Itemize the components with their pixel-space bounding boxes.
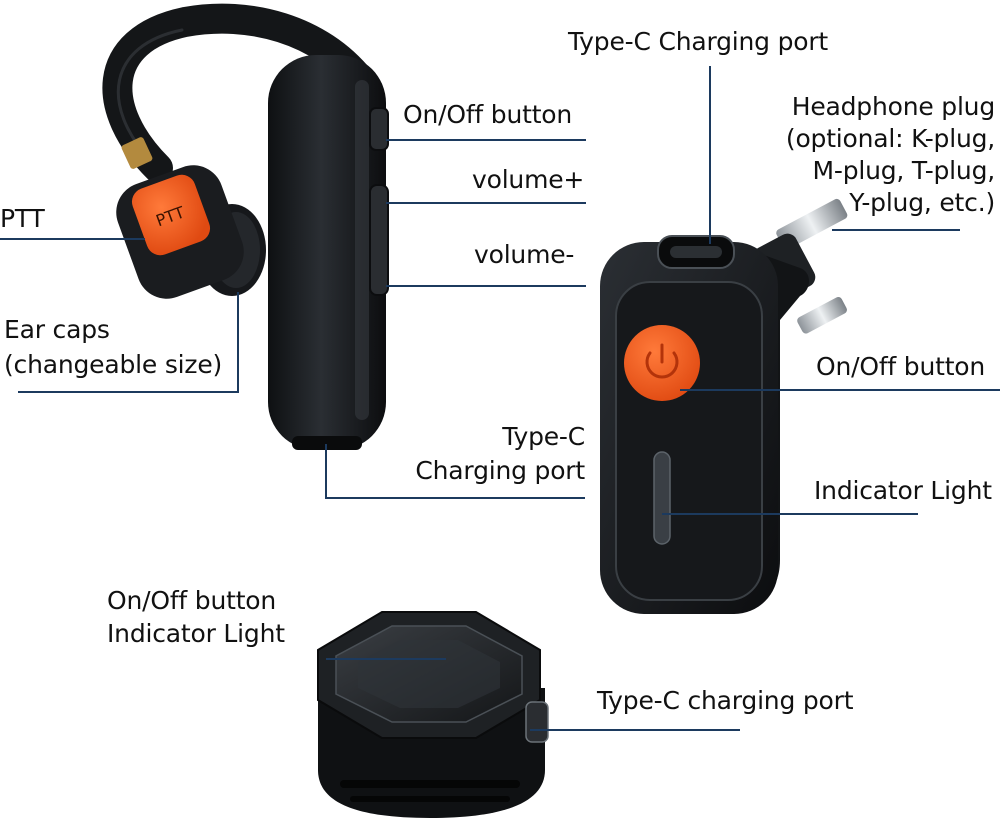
label-ptt: PTT — [0, 204, 45, 233]
leader-line-indicator — [662, 513, 918, 515]
leader-line-volume-down — [386, 285, 586, 287]
leader-line-remote-port — [530, 729, 740, 731]
leader-line-earpiece-onoff — [386, 139, 586, 141]
label-remote-onoff-button: On/Off button — [107, 586, 277, 615]
label-headphone-plug-options-1: (optional: K-plug, — [785, 124, 995, 153]
label-earpiece-charging-port: Charging port — [415, 456, 585, 485]
leader-line-remote-onoff — [326, 658, 446, 660]
leader-line-adapter-onoff — [680, 389, 1000, 391]
label-headphone-plug-options-2: M-plug, T-plug, — [812, 156, 996, 185]
leader-line-earpiece-port — [325, 497, 585, 499]
label-ear-caps-size: (changeable size) — [4, 350, 223, 379]
leader-line-headphone-plug — [832, 229, 960, 231]
label-indicator-light: Indicator Light — [814, 476, 992, 505]
label-volume-down: volume- — [474, 240, 575, 269]
leader-line-adapter-port — [709, 66, 711, 244]
label-remote-indicator-light: Indicator Light — [107, 619, 285, 648]
earpiece-illustration: PTT — [102, 3, 389, 450]
label-headphone-plug-options-3: Y-plug, etc.) — [849, 188, 995, 217]
label-adapter-charging-port: Type-C Charging port — [568, 27, 829, 56]
leader-line-volume-up — [386, 202, 586, 204]
label-remote-charging-port: Type-C charging port — [597, 686, 854, 715]
leader-line-earpiece-port-vertical — [325, 444, 327, 499]
leader-line-earcaps — [18, 391, 239, 393]
leader-line-earcaps-vertical — [237, 292, 239, 392]
label-earpiece-onoff-button: On/Off button — [403, 100, 573, 129]
label-adapter-onoff-button: On/Off button — [816, 352, 986, 381]
adapter-illustration — [600, 198, 848, 614]
label-headphone-plug: Headphone plug — [791, 92, 995, 121]
label-earpiece-charging-type: Type-C — [502, 422, 585, 451]
ptt-remote-illustration — [317, 611, 549, 818]
leader-line-ptt — [0, 238, 145, 240]
power-icon — [645, 343, 679, 379]
label-ear-caps: Ear caps — [4, 315, 110, 344]
label-volume-up: volume+ — [472, 165, 585, 194]
